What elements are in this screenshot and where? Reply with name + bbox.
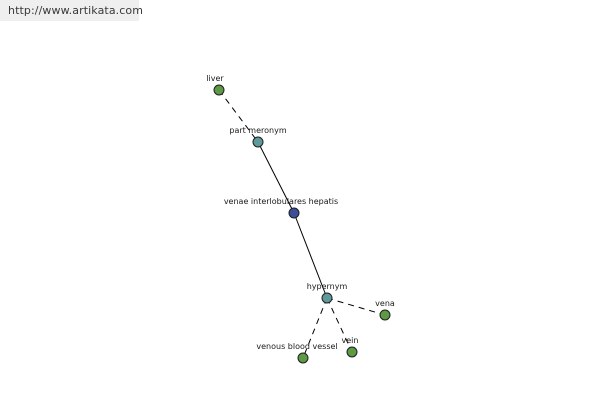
node-circle[interactable] (321, 292, 333, 304)
node-label: liver (206, 74, 224, 83)
node-label: venous blood vessel (256, 342, 337, 351)
edge-hypernym-to-vein (326, 297, 353, 353)
node-liver[interactable]: liver (206, 74, 225, 96)
node-label: venae interlobulares hepatis (224, 197, 338, 206)
node-circle[interactable] (213, 84, 225, 96)
node-circle[interactable] (379, 309, 391, 321)
node-circle[interactable] (252, 136, 264, 148)
node-part-meronym[interactable]: part meronym (229, 126, 287, 148)
edge-part-meronym-to-venae-interlobulares-hepatis (257, 141, 295, 214)
node-label: vein (342, 336, 359, 345)
node-hypernym[interactable]: hypernym (307, 282, 348, 304)
node-venae-interlobulares-hepatis[interactable]: venae interlobulares hepatis (224, 197, 338, 219)
node-label: hypernym (307, 282, 348, 291)
watermark-text: http://www.artikata.com (8, 4, 144, 17)
nodes-layer: liver part meronym venae interlobulares he… (206, 74, 395, 364)
node-circle[interactable] (297, 352, 309, 364)
node-circle[interactable] (288, 207, 300, 219)
edge-venae-interlobulares-hepatis-to-hypernym (293, 212, 328, 299)
node-label: vena (375, 299, 395, 308)
node-vena[interactable]: vena (375, 299, 395, 321)
node-vein[interactable]: vein (342, 336, 359, 358)
edges-layer (218, 89, 386, 359)
watermark: http://www.artikata.com (0, 0, 143, 21)
node-circle[interactable] (346, 346, 358, 358)
node-venous-blood-vessel[interactable]: venous blood vessel (256, 342, 338, 364)
node-label: part meronym (229, 126, 286, 135)
